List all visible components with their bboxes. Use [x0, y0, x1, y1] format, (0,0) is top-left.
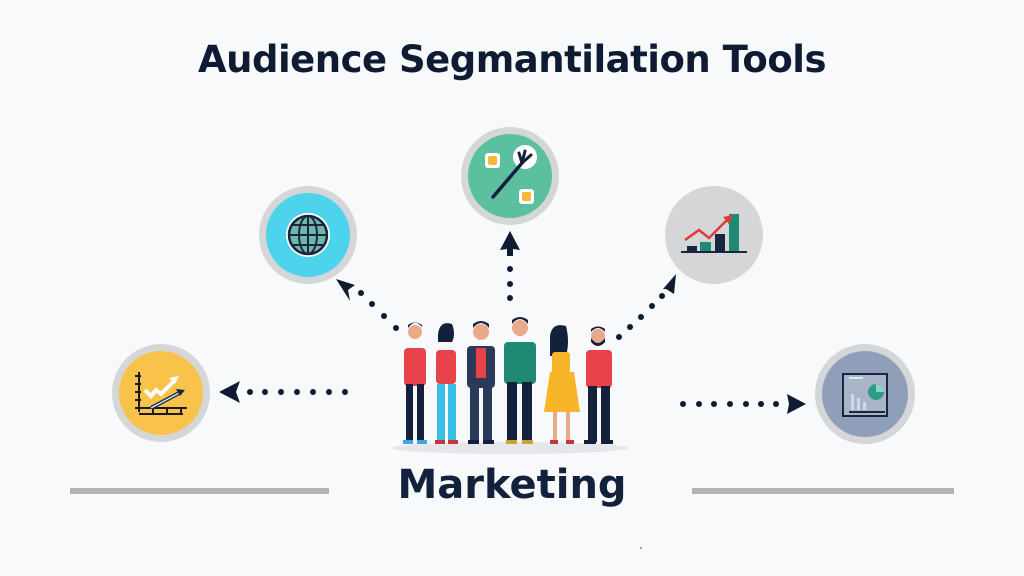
- person-1: [403, 322, 427, 444]
- person-4: [504, 317, 536, 444]
- person-6: [584, 326, 613, 444]
- growth-chart-icon: [135, 372, 187, 415]
- analytics-report-icon: [842, 373, 888, 417]
- divider-left: [70, 488, 329, 494]
- person-5: [544, 325, 580, 444]
- node-globe[interactable]: [259, 186, 357, 284]
- node-bar-trend[interactable]: [665, 186, 763, 284]
- wrench-tool-icon: [485, 145, 537, 204]
- person-2: [435, 323, 458, 444]
- arrow-upper-right: [616, 274, 676, 340]
- globe-icon: [286, 213, 330, 257]
- arrow-top: [500, 231, 520, 301]
- bar-chart-trend-icon: [681, 214, 747, 253]
- arrow-left: [219, 381, 348, 403]
- arrow-right: [680, 394, 806, 414]
- diagram-title: Audience Segmantilation Tools: [198, 38, 826, 81]
- node-analytics-report[interactable]: [815, 344, 915, 444]
- node-growth-chart[interactable]: [112, 344, 210, 442]
- hub-label: Marketing: [397, 462, 627, 508]
- arrow-upper-left: [336, 279, 399, 331]
- person-3: [467, 321, 495, 444]
- divider-right: [692, 488, 954, 494]
- node-tools[interactable]: [461, 127, 559, 225]
- people-group-illustration: [392, 317, 628, 454]
